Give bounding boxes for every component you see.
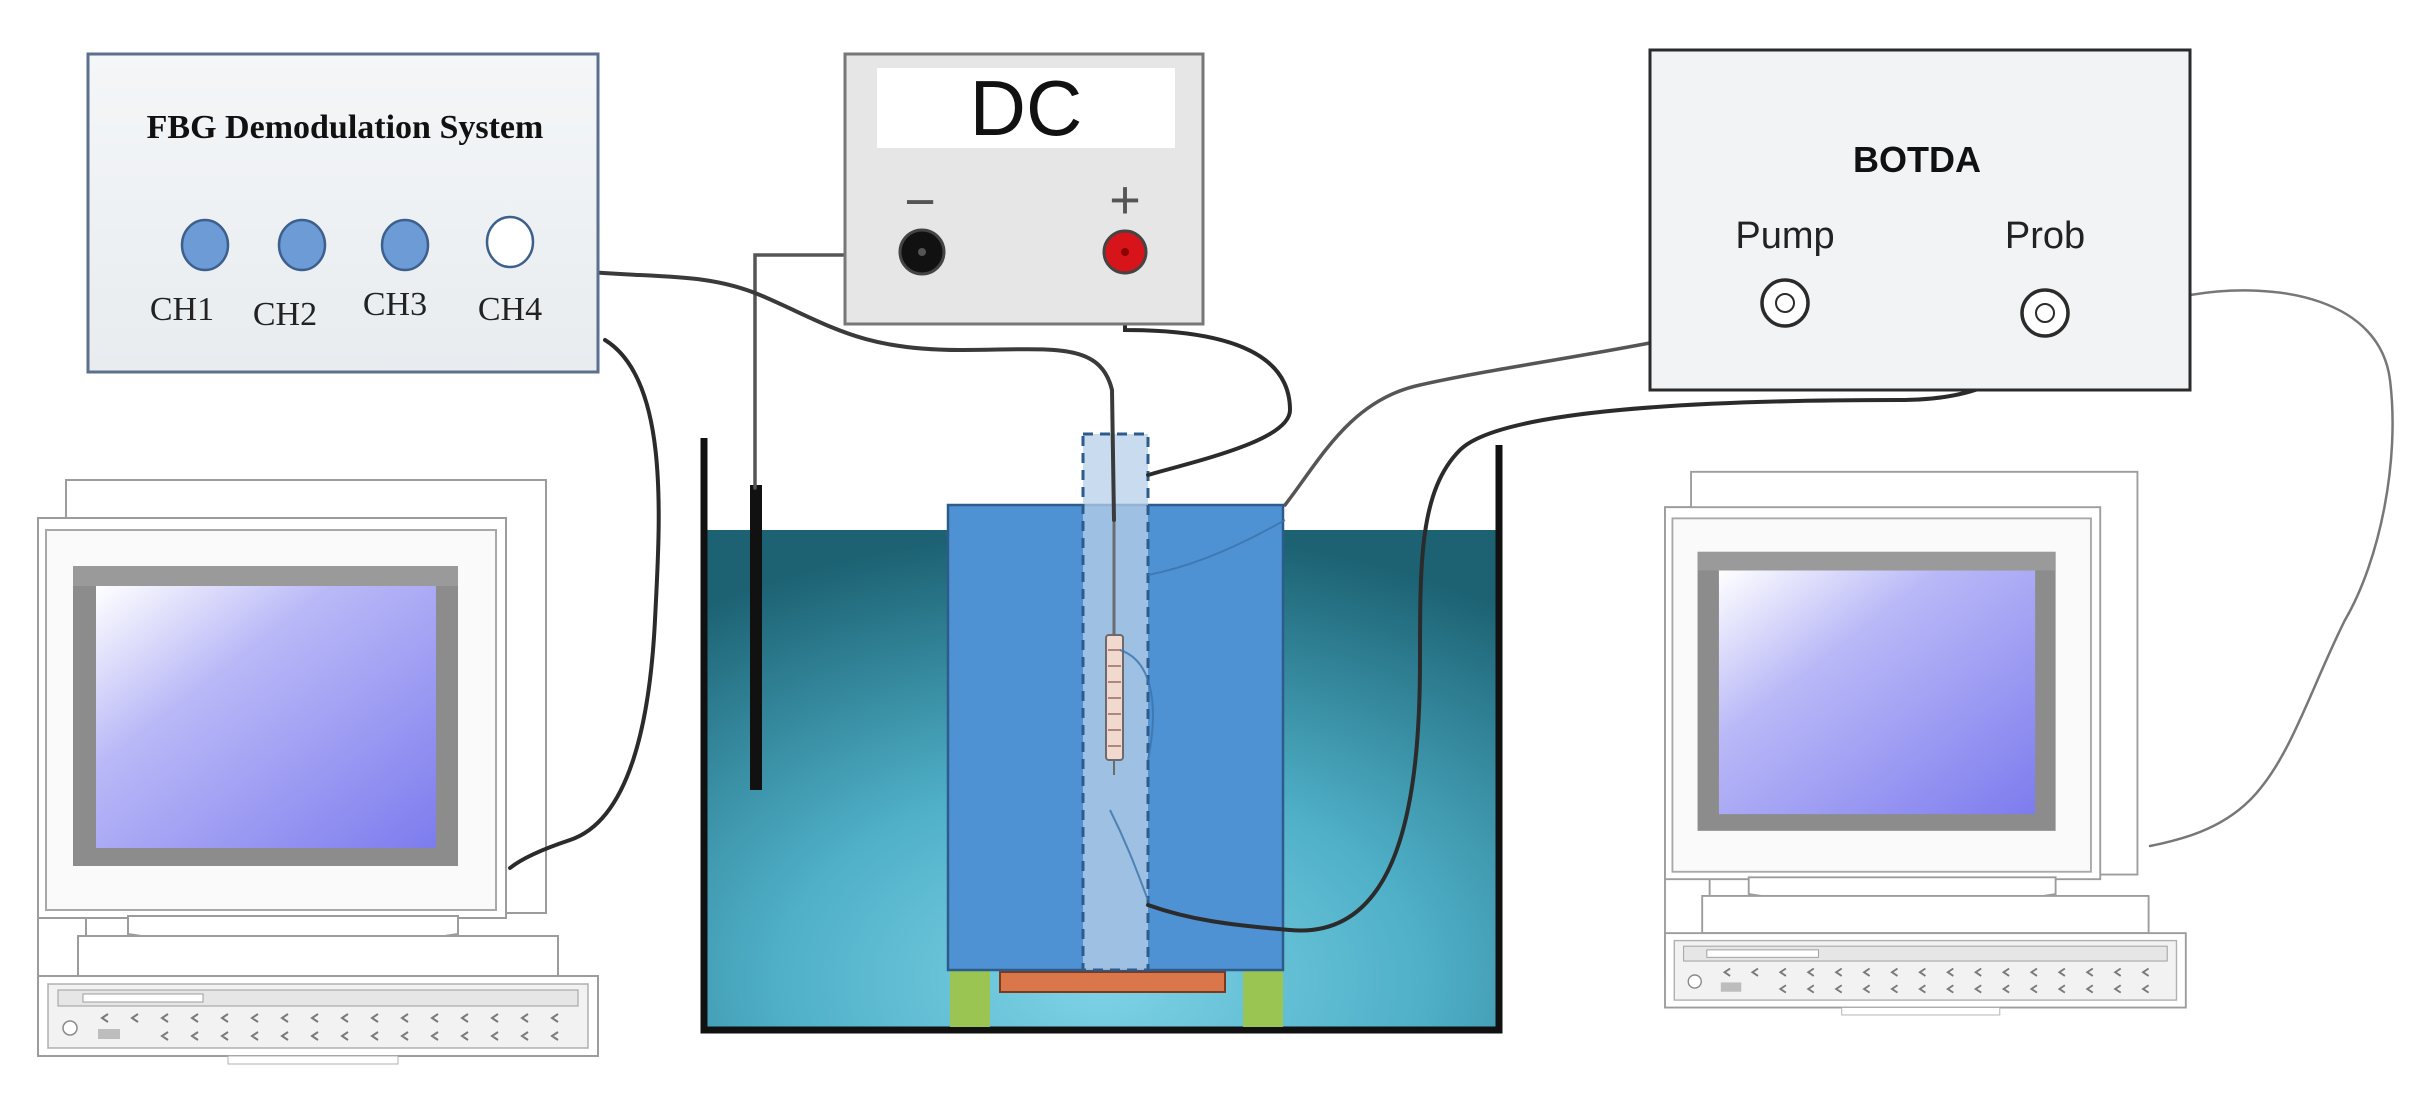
ch3-label: CH3 bbox=[363, 286, 427, 323]
ch3-port-icon bbox=[380, 218, 430, 272]
dc-label: DC bbox=[970, 64, 1083, 152]
dc-plus-label: + bbox=[1109, 170, 1141, 230]
botda-device: BOTDA Pump Prob bbox=[1648, 48, 2192, 392]
right-computer bbox=[1664, 470, 2187, 1016]
dc-minus-label: − bbox=[904, 172, 936, 232]
ch4-label: CH4 bbox=[478, 291, 542, 328]
ch4-port-icon bbox=[485, 215, 535, 269]
left-computer bbox=[37, 479, 599, 1065]
ch1-label: CH1 bbox=[150, 291, 214, 328]
dc-power-supply: DC − + bbox=[843, 52, 1205, 326]
ch2-port-icon bbox=[277, 218, 327, 272]
pump-label: Pump bbox=[1735, 215, 1834, 257]
right-support bbox=[1243, 970, 1283, 1027]
ch1-port-icon bbox=[180, 218, 230, 272]
electrode-rod bbox=[750, 485, 762, 790]
ch2-label: CH2 bbox=[253, 296, 317, 333]
fbg-title: FBG Demodulation System bbox=[147, 109, 544, 146]
left-support bbox=[950, 970, 990, 1027]
prob-label: Prob bbox=[2005, 215, 2085, 257]
botda-title: BOTDA bbox=[1853, 139, 1981, 180]
fbg-sensor bbox=[1105, 520, 1124, 775]
fbg-demodulation-panel: FBG Demodulation System CH1 CH2 CH3 CH4 bbox=[86, 52, 600, 374]
copper-plate bbox=[999, 971, 1226, 993]
wires bbox=[508, 253, 2394, 933]
distributed-fiber-inner bbox=[1109, 519, 1286, 901]
